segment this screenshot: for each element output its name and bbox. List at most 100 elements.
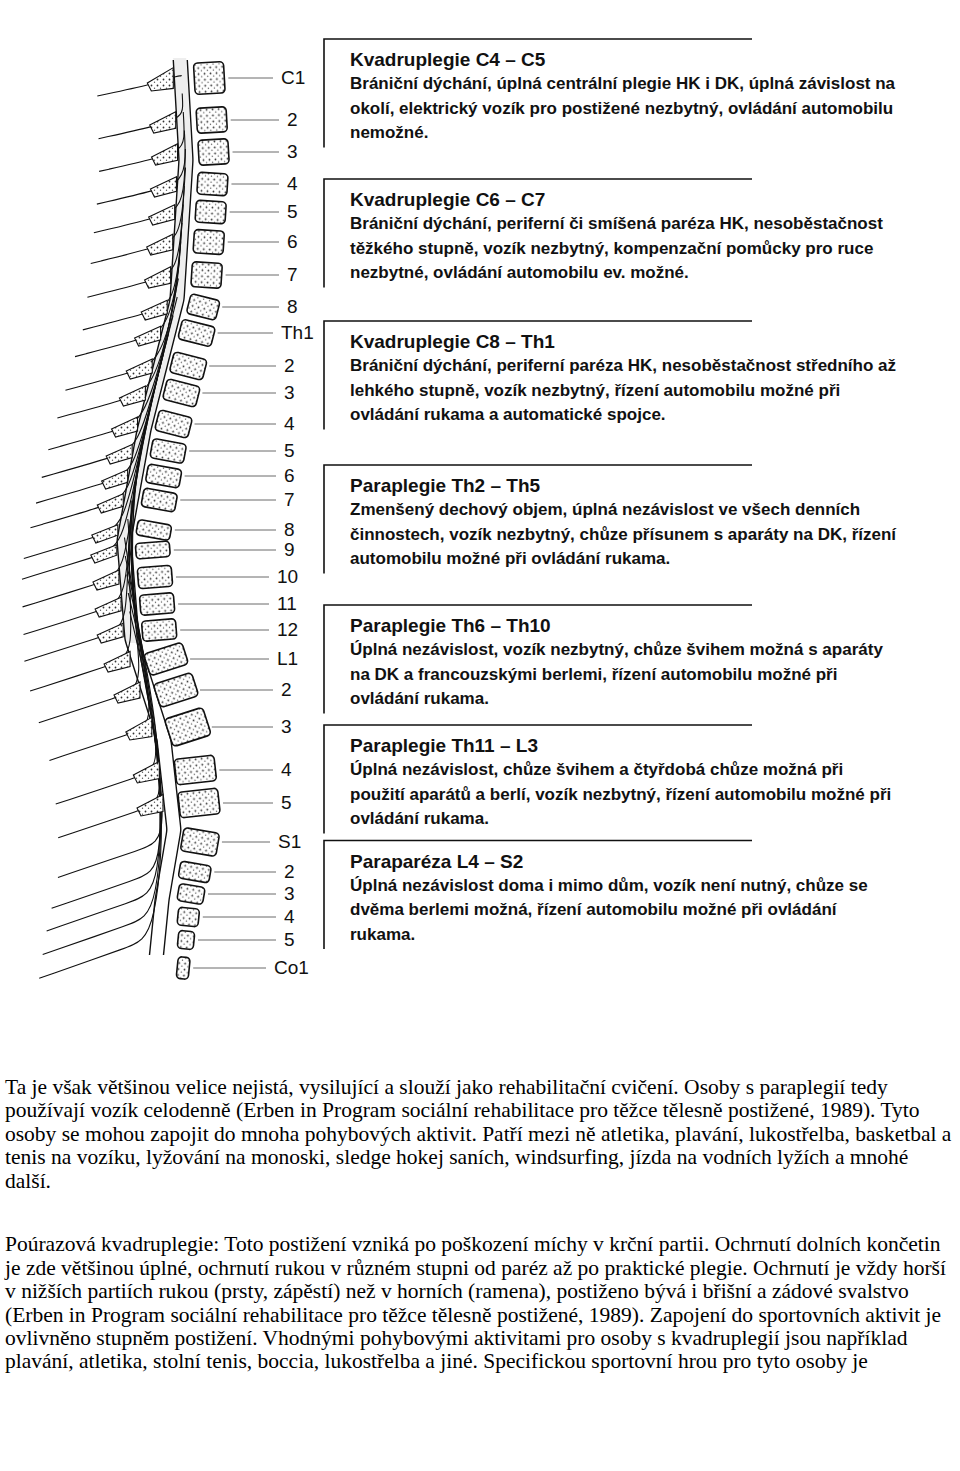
level-tick <box>231 120 279 121</box>
spinous-process <box>141 300 167 320</box>
level-label: 9 <box>284 539 295 561</box>
spinous-process <box>145 267 171 288</box>
vertebral-bodies <box>135 62 229 980</box>
spinous-process <box>147 68 173 91</box>
vertebral-body <box>197 172 228 196</box>
spinous-process <box>126 717 152 740</box>
level-label: 4 <box>287 173 298 195</box>
level-label: 8 <box>287 296 298 318</box>
vertebral-body <box>180 827 219 856</box>
level-label: Th1 <box>281 322 314 344</box>
vertebral-body <box>193 62 225 95</box>
block-body: Brániční dýchání, periferní či smíšená p… <box>350 212 900 286</box>
level-tick <box>200 690 273 691</box>
vertebral-body <box>195 200 226 224</box>
vertebral-body <box>193 229 224 254</box>
level-label: 3 <box>284 382 295 404</box>
level-label: 3 <box>287 141 298 163</box>
level-description: Kvadruplegie C8 – Th1Brániční dýchání, p… <box>350 330 900 428</box>
vertebral-body <box>144 642 189 676</box>
level-label: 8 <box>284 519 295 541</box>
spinous-process <box>92 525 118 543</box>
level-label: 2 <box>284 861 295 883</box>
nerve-root <box>57 260 179 418</box>
vertebral-body <box>150 438 187 463</box>
spinous-process <box>93 570 119 590</box>
nerve-root <box>91 168 186 264</box>
level-label: 2 <box>287 109 298 131</box>
level-label: L1 <box>277 648 298 670</box>
level-description: Paraplegie Th6 – Th10Úplná nezávislost, … <box>350 614 900 712</box>
level-label: 10 <box>277 566 298 588</box>
level-tick <box>174 550 276 551</box>
nerve-root <box>83 205 183 330</box>
level-tick <box>231 184 279 185</box>
vertebral-body <box>176 957 190 980</box>
spinous-process <box>106 445 132 465</box>
spinal-nerves <box>22 75 186 978</box>
level-tick <box>226 275 279 276</box>
vertebral-body <box>162 379 200 408</box>
nerve-root <box>43 593 161 955</box>
level-tick <box>203 917 276 918</box>
level-tick <box>190 659 269 660</box>
block-body: Brániční dýchání, úplná centrální plegie… <box>350 72 900 146</box>
spinous-process <box>119 386 145 406</box>
level-label: 7 <box>284 489 295 511</box>
level-description: Paraplegie Th2 – Th5Zmenšený dechový obj… <box>350 474 900 572</box>
level-label: 3 <box>281 716 292 738</box>
spinous-process <box>137 794 163 816</box>
level-description: Kvadruplegie C6 – C7Brániční dýchání, pe… <box>350 188 900 286</box>
vertebral-body <box>137 565 173 589</box>
level-label: 3 <box>284 883 295 905</box>
block-body: Úplná nezávislost, vozík nezbytný, chůze… <box>350 638 900 712</box>
level-tick <box>178 604 269 605</box>
block-heading: Paraplegie Th2 – Th5 <box>350 474 900 498</box>
level-tick <box>180 500 276 501</box>
vertebral-body <box>178 319 216 347</box>
block-body: Zmenšený dechový objem, úplná nezávislos… <box>350 498 900 572</box>
vertebral-body <box>169 352 207 381</box>
level-label: 2 <box>284 355 295 377</box>
spinous-process <box>126 359 152 379</box>
level-label: 2 <box>281 679 292 701</box>
level-tick <box>219 770 273 771</box>
nerve-root <box>49 482 148 760</box>
canal-line <box>117 60 179 955</box>
spinous-process <box>133 761 159 783</box>
spinous-process <box>112 417 138 437</box>
block-heading: Paraparéza L4 – S2 <box>350 850 900 874</box>
level-label: 6 <box>284 465 295 487</box>
nerve-root <box>30 445 141 691</box>
block-body: Úplná nezávislost doma i mimo dům, vozík… <box>350 874 900 948</box>
vertebral-body <box>136 519 172 540</box>
level-tick <box>175 530 276 531</box>
level-label: 12 <box>277 619 298 641</box>
vertebral-body <box>145 464 182 489</box>
level-tick <box>195 424 276 425</box>
vertebral-body <box>154 410 192 439</box>
nerve-root <box>87 186 184 297</box>
vertebral-body <box>191 262 223 289</box>
level-label: S1 <box>278 831 301 853</box>
vertebral-body <box>178 788 221 818</box>
level-tick <box>202 393 276 394</box>
block-body: Úplná nezávislost, chůze švihem a čtyřdo… <box>350 758 900 832</box>
spinous-process <box>97 623 123 643</box>
spinous-process <box>97 494 123 513</box>
vertebral-body <box>141 619 177 642</box>
vertebral-body <box>178 861 211 883</box>
level-label: 5 <box>284 440 295 462</box>
spinous-process <box>149 205 175 225</box>
nerve-root <box>24 427 144 662</box>
spinous-process <box>152 144 178 165</box>
vertebral-body <box>141 488 178 513</box>
level-tick <box>222 307 279 308</box>
level-tick <box>228 78 273 79</box>
level-tick <box>185 476 276 477</box>
level-label: 11 <box>277 593 297 615</box>
nerve-root <box>99 112 184 171</box>
nerve-root <box>39 612 161 979</box>
level-label: 5 <box>284 929 295 951</box>
